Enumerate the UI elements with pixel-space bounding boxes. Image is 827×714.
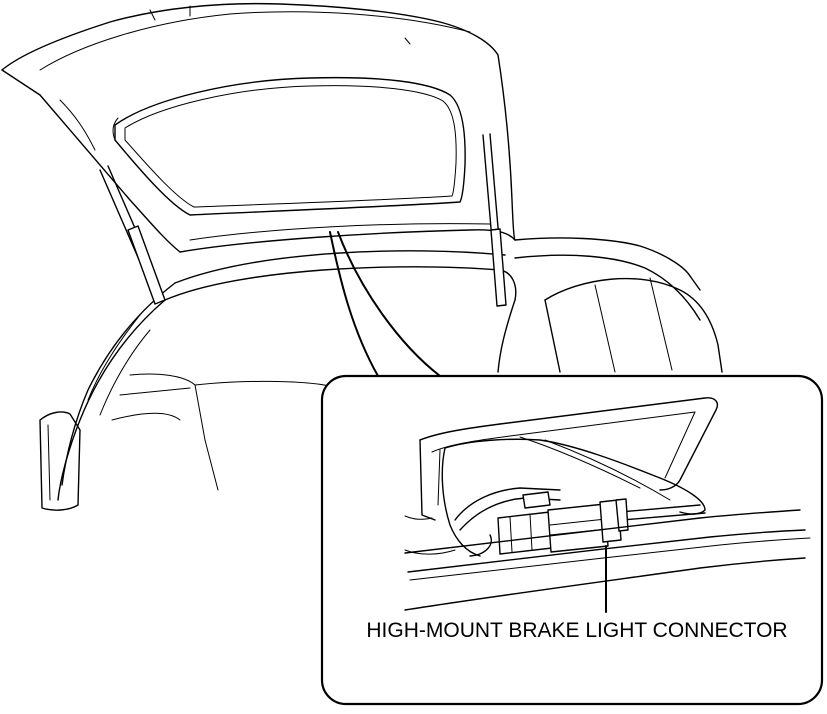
- connector-label: HIGH-MOUNT BRAKE LIGHT CONNECTOR: [366, 619, 787, 642]
- liftgate: [1, 2, 516, 307]
- callout-leader: [329, 231, 441, 377]
- connector-detail: [404, 397, 811, 613]
- vehicle-body: [39, 237, 723, 511]
